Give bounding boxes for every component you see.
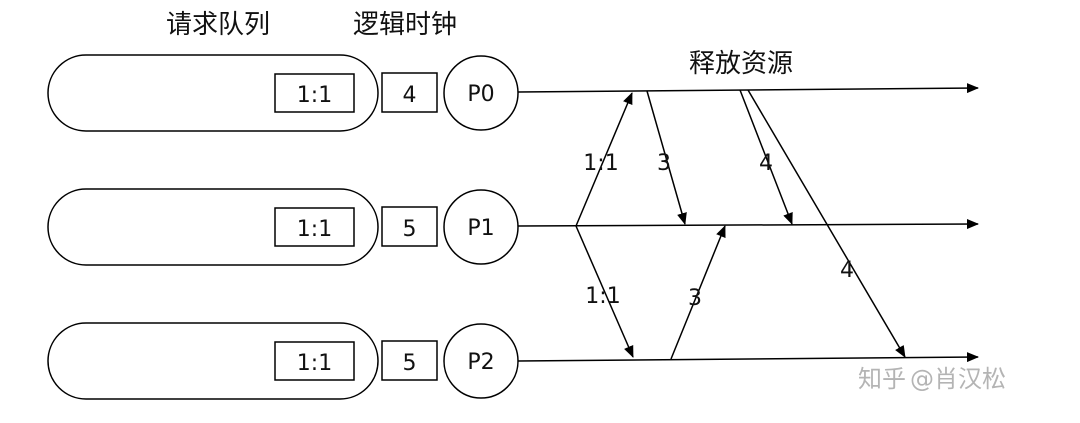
message-label-req-p1-p0: 1:1 — [583, 151, 618, 176]
request-queue-header: 请求队列 — [166, 10, 270, 40]
message-request-p1-to-p2 — [575, 225, 634, 358]
queue-entry-p1: 1:1 — [297, 217, 332, 242]
message-label-req-p1-p2: 1:1 — [585, 284, 620, 309]
process-node-p1 — [443, 189, 519, 265]
message-release-p0-to-p2 — [747, 89, 906, 358]
queue-entry-box-p0 — [274, 73, 355, 113]
queue-entry-p0: 1:1 — [297, 83, 332, 108]
queue-entry-box-p1 — [274, 207, 355, 247]
process-node-p0 — [443, 55, 519, 131]
message-release-p0-to-p1 — [739, 89, 793, 225]
logical-clock-header: 逻辑时钟 — [353, 10, 457, 40]
queue-entry-p2: 1:1 — [297, 351, 332, 376]
process-label-p1: P1 — [467, 216, 494, 241]
watermark-author: @肖汉松 — [910, 365, 1006, 393]
watermark-brand: 知乎 — [858, 365, 906, 393]
process-row-p1: 1:1 5 P1 — [47, 188, 979, 266]
message-request-p1-to-p0 — [575, 92, 633, 227]
message-p2-to-p1 — [670, 225, 726, 360]
process-label-p2: P2 — [467, 350, 494, 375]
clock-value-p1: 5 — [403, 217, 417, 242]
queue-entry-box-p2 — [274, 341, 355, 381]
watermark: 知乎 @肖汉松 — [858, 365, 1006, 393]
process-label-p0: P0 — [467, 82, 494, 107]
process-row-p0: 1:1 4 P0 — [47, 54, 979, 132]
timeline-p1 — [517, 219, 979, 230]
clock-box-p1 — [381, 206, 438, 247]
release-resource-label: 释放资源 — [689, 49, 793, 79]
clock-value-p2: 5 — [403, 351, 417, 376]
clock-box-p2 — [381, 340, 438, 381]
timeline-p2 — [517, 352, 979, 363]
clock-box-p0 — [381, 72, 438, 113]
process-row-p2: 1:1 5 P2 — [47, 322, 979, 400]
message-label-p2-p1: 3 — [688, 286, 702, 311]
message-label-release-p0-p2: 4 — [840, 258, 854, 283]
clock-value-p0: 4 — [403, 83, 417, 108]
message-label-p0-p1: 3 — [657, 151, 671, 176]
message-p0-to-p1 — [646, 90, 687, 225]
message-label-release-p0-p1: 4 — [759, 151, 773, 176]
